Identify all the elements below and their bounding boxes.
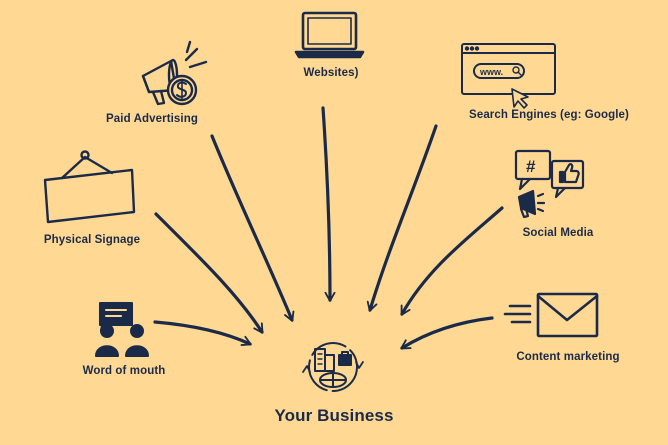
arrow-websites xyxy=(321,106,336,302)
arrow-word-of-mouth xyxy=(153,320,252,346)
megaphone-dollar-icon xyxy=(141,40,208,106)
arrow-paid-advertising xyxy=(210,134,295,322)
browser-search-icon xyxy=(461,43,556,109)
search-box-text: www. xyxy=(479,67,503,77)
hashtag-glyph: # xyxy=(526,157,536,176)
arrow-social-media xyxy=(400,206,504,316)
hanging-sign-icon xyxy=(43,150,136,224)
arrow-physical-signage xyxy=(154,212,264,334)
label-word-of-mouth: Word of mouth xyxy=(82,365,166,377)
label-paid-advertising: Paid Advertising xyxy=(106,113,198,125)
label-websites: Websites) xyxy=(303,67,359,79)
label-social-media: Social Media xyxy=(522,227,594,239)
label-your-business: Your Business xyxy=(274,406,394,425)
people-talking-icon xyxy=(95,302,149,357)
arrow-content-marketing xyxy=(400,316,494,350)
social-media-icon xyxy=(514,149,585,219)
envelope-icon xyxy=(503,292,599,338)
laptop-icon xyxy=(294,11,365,59)
arrow-search-engines xyxy=(366,124,438,312)
label-physical-signage: Physical Signage xyxy=(43,234,141,246)
label-search-engines: Search Engines (eg: Google) xyxy=(469,109,629,121)
label-content-marketing: Content marketing xyxy=(516,351,620,363)
business-globe-icon xyxy=(302,342,364,392)
